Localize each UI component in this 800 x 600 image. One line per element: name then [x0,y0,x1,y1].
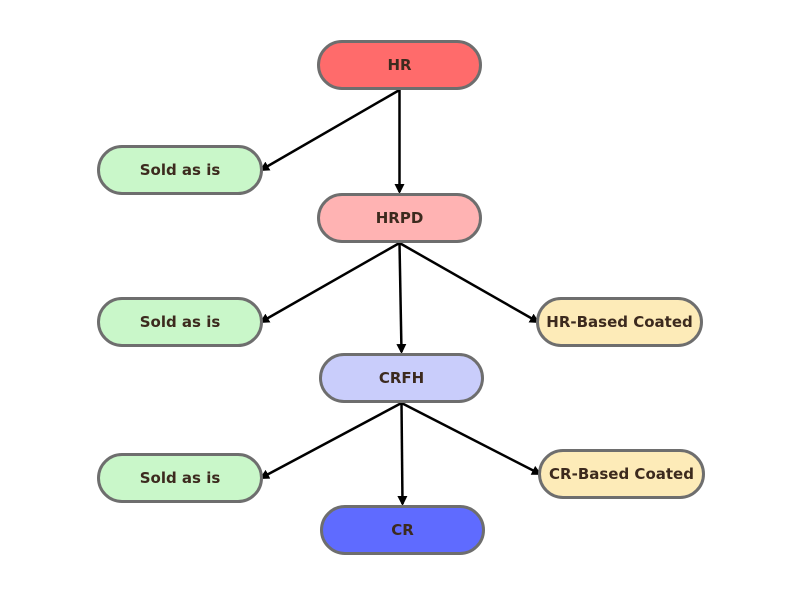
node-sold-as-is-3: Sold as is [97,453,263,503]
node-sold-as-is-1: Sold as is [97,145,263,195]
node-hr: HR [317,40,482,90]
node-cr-based-coated: CR-Based Coated [538,449,705,499]
arrow-hrpd-to-hr_coated [398,241,540,324]
node-crfh-label: CRFH [378,369,425,387]
node-hrpd: HRPD [317,193,482,243]
arrow-crfh-to-cr_coated [400,401,542,476]
node-hr-label: HR [387,56,412,74]
node-hrpd-label: HRPD [375,209,424,227]
node-sold-as-is-2: Sold as is [97,297,263,347]
arrow-hrpd-to-sold2 [259,241,401,324]
node-crfh: CRFH [319,353,484,403]
node-sold-as-is-1-label: Sold as is [139,161,221,179]
node-cr: CR [320,505,485,555]
node-hr-based-coated-label: HR-Based Coated [546,313,693,331]
node-sold-as-is-3-label: Sold as is [139,469,221,487]
arrow-crfh-to-sold3 [259,401,403,480]
arrow-crfh-to-cr [397,402,408,506]
node-cr-label: CR [391,521,414,539]
node-sold-as-is-2-label: Sold as is [139,313,221,331]
node-cr-based-coated-label: CR-Based Coated [549,465,694,483]
arrow-hr-to-sold1 [259,88,401,172]
arrow-hrpd-to-crfh [396,242,407,354]
node-hr-based-coated: HR-Based Coated [536,297,703,347]
